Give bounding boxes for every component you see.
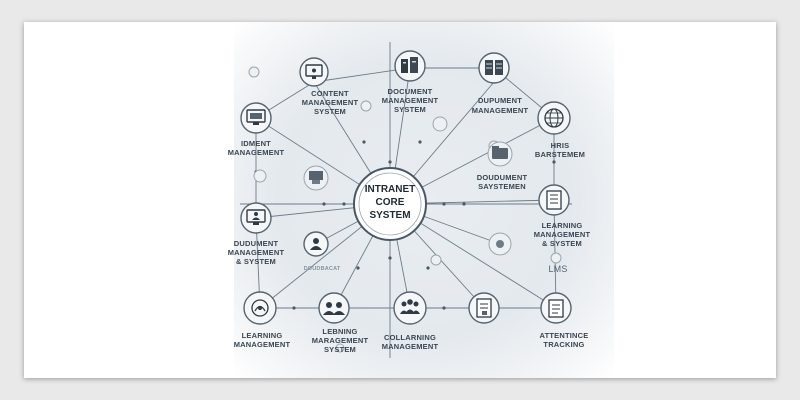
node-label-line: MANAGEMENT: [534, 230, 591, 239]
node-attendance-tracking[interactable]: ATTENTINCE TRACKING: [540, 292, 589, 349]
globe-icon: [544, 108, 564, 128]
node-lebning-management[interactable]: LEBNING MARAGEMENT SYSTEM: [312, 292, 369, 354]
decor-icon: [335, 343, 345, 353]
node-label-line: DUPUMENT: [478, 96, 522, 105]
decor-icon: [248, 66, 260, 78]
node-label-line: SYSTEM: [314, 107, 346, 116]
node-label-line: BARSTEMEM: [535, 150, 585, 159]
folder-icon: [492, 146, 508, 159]
node-label-line: LEBNING: [322, 327, 357, 336]
node-content-management[interactable]: CONTENT MANAGEMENT SYSTEM: [299, 57, 359, 116]
node-label-line: MANAGEMENT: [234, 340, 291, 349]
image-frame: INTRANET CORE SYSTEM CONTENT MANAGEMENT …: [24, 22, 776, 378]
decor-icon: [253, 169, 267, 183]
document-icon: [546, 190, 562, 210]
core-label-line-1: INTRANET: [365, 184, 416, 195]
node-label-line: & SYSTEM: [236, 257, 276, 266]
core-label-line-2: CORE: [376, 197, 405, 208]
decor-icon: [360, 100, 372, 112]
server-rack-icon: [485, 60, 503, 75]
node-label-line: COLLARNING: [384, 333, 436, 342]
node-label-line: LMS: [548, 264, 567, 274]
node-dupument-management[interactable]: DUPUMENT MANAGEMENT: [472, 52, 529, 115]
node-learning-management-right[interactable]: LEARNING MANAGEMENT & SYSTEM: [534, 184, 591, 248]
node-label-line: MARAGEMENT: [312, 336, 369, 345]
node-collarning-management[interactable]: COLLARNING MANAGEMENT: [382, 291, 439, 351]
node-label-line: DOCUMENT: [388, 87, 433, 96]
node-label-line: MANAGEMENT: [472, 106, 529, 115]
node-small-computer[interactable]: [303, 165, 329, 191]
server-icon: [401, 57, 418, 73]
node-label-line: HRIS: [551, 141, 570, 150]
decor-icon: [550, 252, 562, 264]
node-label-line: SYSTEM: [394, 105, 426, 114]
node-label-line: MANAGEMENT: [382, 96, 439, 105]
users-icon: [323, 302, 345, 315]
workstation-icon: [309, 171, 323, 184]
node-label-line: SAYSTEMEN: [478, 182, 526, 191]
monitor-icon: [305, 64, 323, 79]
node-lms[interactable]: LMS: [548, 264, 567, 274]
core-label-line-3: SYSTEM: [369, 210, 410, 221]
user-icon: [310, 238, 322, 250]
node-label-line: & SYSTEM: [542, 239, 582, 248]
node-learning-management-left[interactable]: LEARNING MANAGEMENT: [234, 291, 291, 349]
notes-icon: [548, 299, 564, 318]
node-label-line: ATTENTINCE: [540, 331, 589, 340]
node-label-line: DOUDUMENT: [477, 173, 528, 182]
node-label-line: MANAGEMENT: [228, 248, 285, 257]
network-diagram: INTRANET CORE SYSTEM CONTENT MANAGEMENT …: [228, 42, 591, 358]
node-label-line: DUDUMENT: [234, 239, 279, 248]
node-doudument-saystemen[interactable]: DOUDUMENT SAYSTEMEN: [477, 141, 528, 191]
node-hris[interactable]: HRIS BARSTEMEM: [535, 101, 585, 159]
computer-icon: [246, 109, 266, 125]
team-icon: [400, 299, 420, 314]
node-label-line: LEARNING: [542, 221, 583, 230]
node-label-line: MANAGEMENT: [382, 342, 439, 351]
node-label-line: CONTENT: [311, 89, 349, 98]
learning-icon: [251, 299, 269, 317]
node-label-line: LEARNING: [242, 331, 283, 340]
node-checklist[interactable]: [468, 292, 500, 324]
decor-icon: [430, 254, 442, 266]
node-label-line: MANAGEMENT: [228, 148, 285, 157]
node-label-line: TRACKING: [543, 340, 584, 349]
node-idment-management[interactable]: IDMENT MANAGEMENT: [228, 102, 285, 157]
node-label-line: IDMENT: [241, 139, 271, 148]
node-label-line: SYSTEM: [324, 345, 356, 354]
checklist-icon: [476, 298, 492, 318]
node-small-user[interactable]: DOUDBACAT: [303, 231, 341, 272]
node-label-line: DOUDBACAT: [304, 266, 341, 272]
intranet-core-node[interactable]: INTRANET CORE SYSTEM: [353, 167, 427, 241]
decor-icon: [432, 116, 448, 132]
node-faint-circle-right: [488, 232, 512, 256]
node-label-line: MANAGEMENT: [302, 98, 359, 107]
node-dudument-management[interactable]: DUDUMENT MANAGEMENT & SYSTEM: [228, 202, 285, 266]
monitor-user-icon: [246, 209, 266, 225]
node-document-management-top[interactable]: DOCUMENT MANAGEMENT SYSTEM: [382, 50, 439, 114]
